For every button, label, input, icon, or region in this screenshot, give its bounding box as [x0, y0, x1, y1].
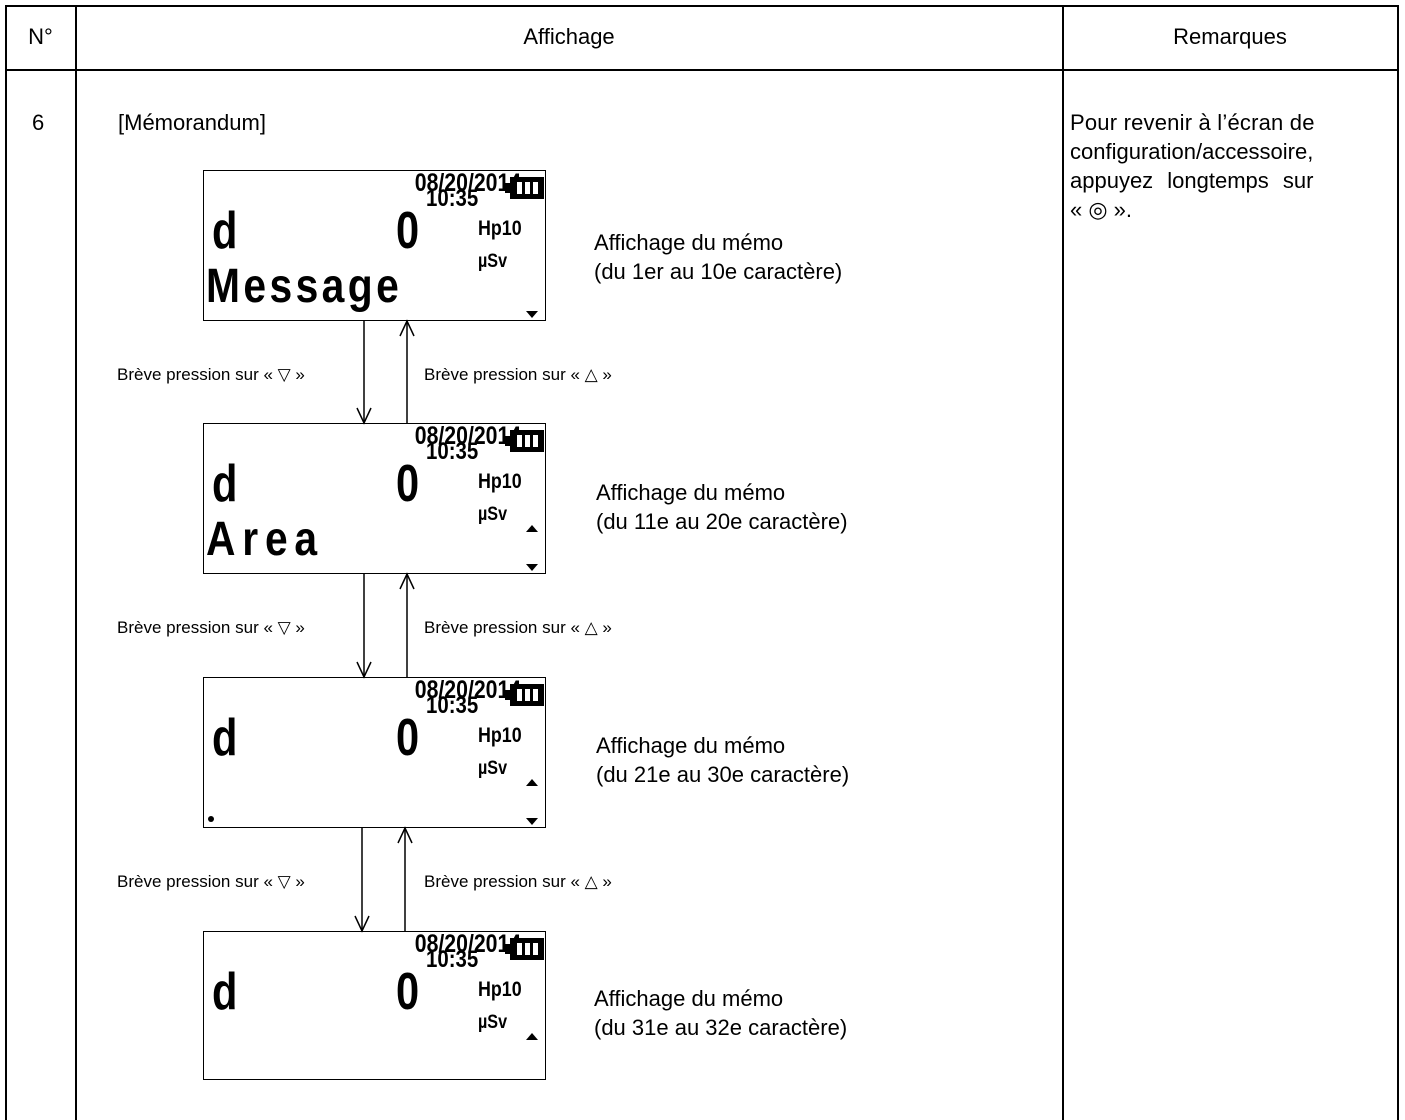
- table-column-divider-1: [75, 5, 77, 1120]
- lcd-screen-1: 08/20/2014 10:35 d 0 Hp10 µSv Message: [203, 169, 546, 321]
- lcd-unit-hp10: Hp10: [478, 978, 522, 1001]
- remarks-line-2: configuration/accessoire,: [1070, 139, 1314, 164]
- lcd-time: 10:35: [426, 692, 479, 719]
- table-border-right: [1397, 5, 1399, 1120]
- lcd-unit-usv: µSv: [478, 1012, 508, 1033]
- press-down-label-2: Brève pression sur « ▽ »: [117, 618, 305, 637]
- lcd-unit-hp10: Hp10: [478, 217, 522, 240]
- remarks-line-3: appuyez longtemps sur: [1070, 168, 1314, 193]
- scroll-down-icon: [526, 818, 538, 825]
- header-display: Affichage: [523, 24, 615, 49]
- lcd-unit-usv: µSv: [478, 504, 508, 525]
- lcd-value: 0: [396, 455, 420, 513]
- lcd-unit-hp10: Hp10: [478, 724, 522, 747]
- row-number: 6: [32, 110, 45, 135]
- caption-4-line-1: Affichage du mémo: [594, 986, 784, 1011]
- lcd-mode-letter: d: [212, 455, 238, 513]
- lcd-memo-dot: [208, 816, 214, 822]
- battery-icon: [510, 684, 544, 706]
- lcd-value: 0: [396, 963, 420, 1021]
- lcd-memo-text: Area: [206, 513, 324, 566]
- header-remarks: Remarques: [1173, 24, 1287, 49]
- lcd-unit-usv: µSv: [478, 758, 508, 779]
- section-title: [Mémorandum]: [118, 110, 266, 135]
- lcd-screen-2: 08/20/2014 10:35 d 0 Hp10 µSv Area: [203, 422, 546, 574]
- caption-3-line-2: (du 21e au 30e caractère): [596, 762, 850, 787]
- press-up-label-2: Brève pression sur « △ »: [424, 618, 612, 637]
- battery-icon: [510, 938, 544, 960]
- battery-icon: [510, 177, 544, 199]
- lcd-time: 10:35: [426, 946, 479, 973]
- lcd-date: 08/20/2014: [414, 676, 521, 704]
- table-border-top: [5, 5, 1399, 7]
- caption-3-line-1: Affichage du mémo: [596, 733, 786, 758]
- scroll-down-icon: [526, 564, 538, 571]
- table-column-divider-2: [1062, 5, 1064, 1120]
- remarks-line-1: Pour revenir à l’écran de: [1070, 110, 1315, 135]
- header-number: N°: [28, 24, 53, 49]
- lcd-value: 0: [396, 202, 420, 260]
- scroll-down-icon: [526, 311, 538, 318]
- caption-4-line-2: (du 31e au 32e caractère): [594, 1015, 848, 1040]
- lcd-mode-letter: d: [212, 709, 238, 767]
- lcd-date: 08/20/2014: [414, 169, 521, 197]
- lcd-time: 10:35: [426, 185, 479, 212]
- battery-icon: [510, 430, 544, 452]
- caption-2-line-1: Affichage du mémo: [596, 480, 786, 505]
- table-header-divider: [5, 69, 1399, 71]
- lcd-memo-text: Message: [206, 260, 403, 313]
- press-down-label-1: Brève pression sur « ▽ »: [117, 365, 305, 384]
- remarks-line-4: « ◎ ».: [1070, 197, 1133, 222]
- lcd-screen-4: 08/20/2014 10:35 d 0 Hp10 µSv: [203, 930, 546, 1080]
- press-up-label-3: Brève pression sur « △ »: [424, 872, 612, 891]
- caption-1-line-1: Affichage du mémo: [594, 230, 784, 255]
- lcd-mode-letter: d: [212, 202, 238, 260]
- lcd-screen-3: 08/20/2014 10:35 d 0 Hp10 µSv: [203, 676, 546, 828]
- lcd-date: 08/20/2014: [414, 422, 521, 450]
- lcd-mode-letter: d: [212, 963, 238, 1021]
- lcd-value: 0: [396, 709, 420, 767]
- press-down-label-3: Brève pression sur « ▽ »: [117, 872, 305, 891]
- table-border-left: [5, 5, 7, 1120]
- lcd-time: 10:35: [426, 438, 479, 465]
- caption-1-line-2: (du 1er au 10e caractère): [594, 259, 843, 284]
- lcd-unit-hp10: Hp10: [478, 470, 522, 493]
- caption-2-line-2: (du 11e au 20e caractère): [596, 509, 848, 534]
- lcd-unit-usv: µSv: [478, 251, 508, 272]
- scroll-up-icon: [526, 525, 538, 532]
- scroll-up-icon: [526, 1033, 538, 1040]
- scroll-up-icon: [526, 779, 538, 786]
- lcd-date: 08/20/2014: [414, 930, 521, 958]
- press-up-label-1: Brève pression sur « △ »: [424, 365, 612, 384]
